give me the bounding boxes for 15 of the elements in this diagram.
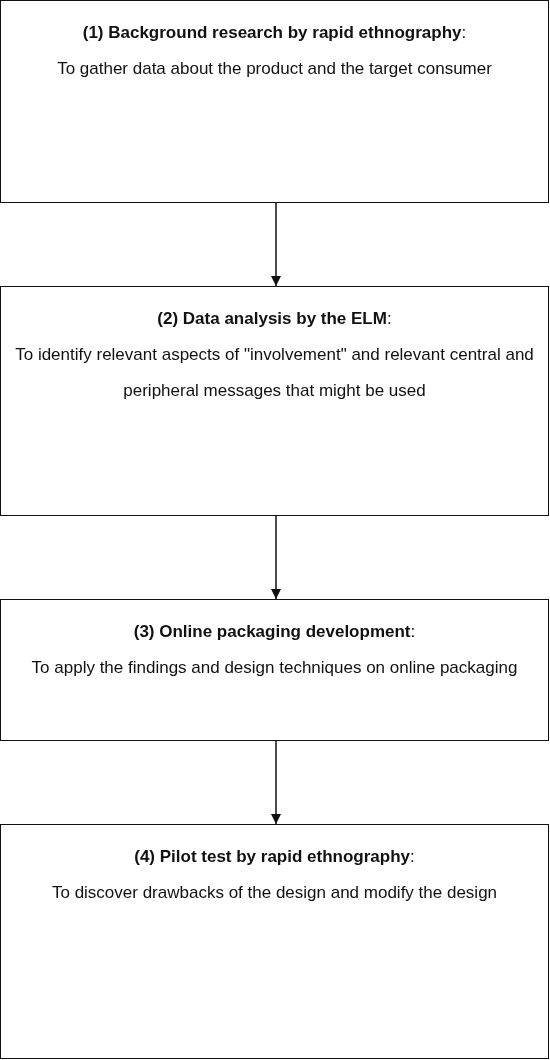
step-description: To apply the findings and design techniques on online packaging xyxy=(31,657,518,679)
step-heading: (1) Background research by rapid ethnography: xyxy=(82,22,467,44)
step-description: To identify relevant aspects of "involvement" and relevant central and peripheral messages that might be used xyxy=(14,344,535,402)
process-box xyxy=(0,599,549,741)
step-description: To gather data about the product and the target consumer xyxy=(57,58,492,80)
process-box xyxy=(0,286,549,516)
arrow xyxy=(271,740,281,825)
step-heading: (2) Data analysis by the ELM: xyxy=(157,308,392,330)
arrow xyxy=(271,202,281,287)
step-heading: (3) Online packaging development: xyxy=(133,621,416,643)
step-description: To discover drawbacks of the design and modify the design xyxy=(51,882,498,904)
arrow xyxy=(271,515,281,600)
process-box xyxy=(0,824,549,1059)
process-box xyxy=(0,0,549,203)
step-heading: (4) Pilot test by rapid ethnography: xyxy=(134,846,415,868)
